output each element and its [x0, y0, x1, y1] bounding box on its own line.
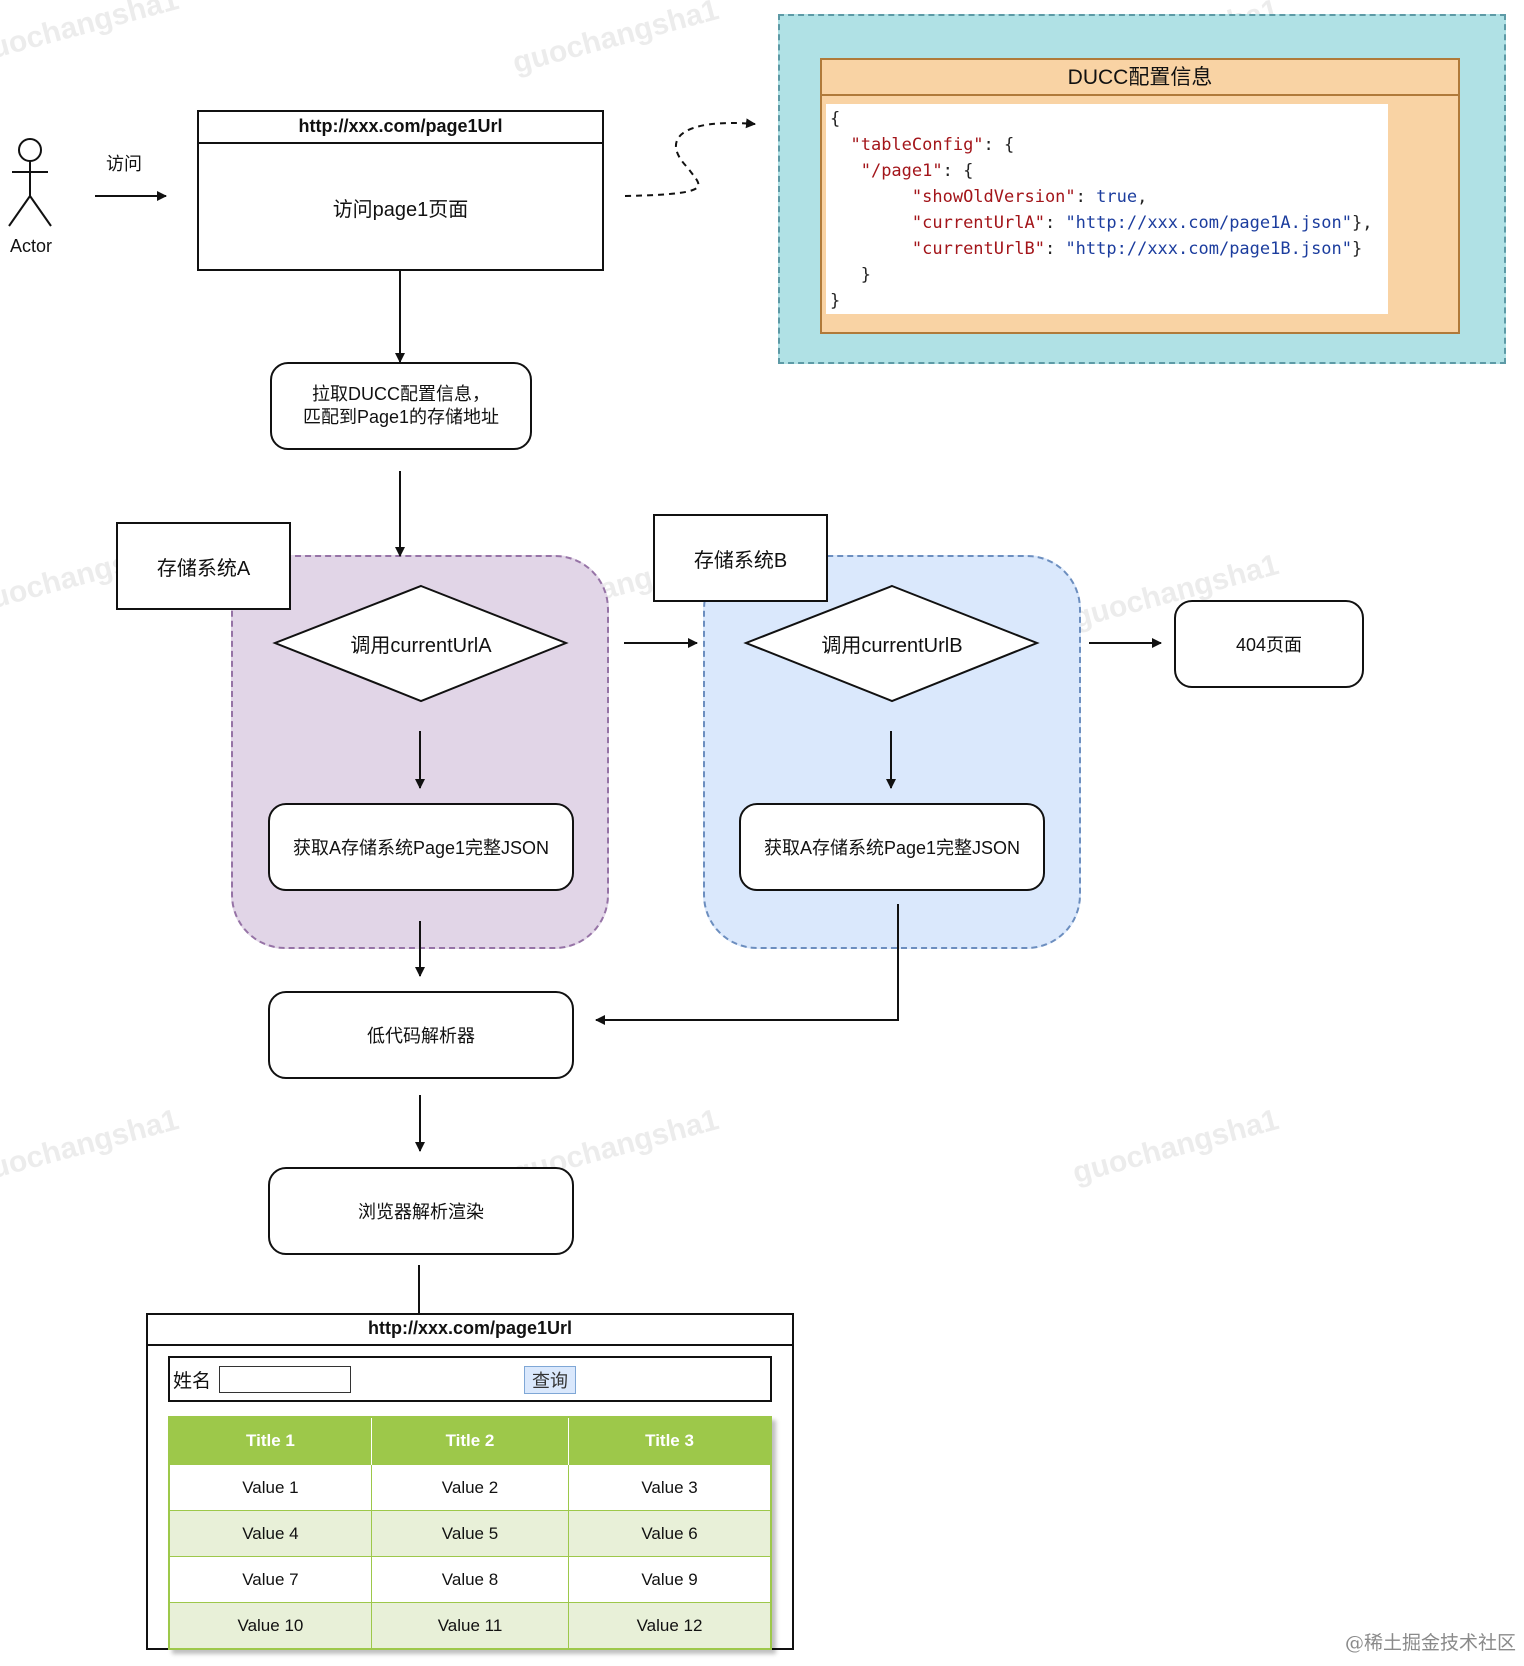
table-row: Value 1 Value 2 Value 3: [169, 1464, 772, 1511]
table-cell: Value 6: [568, 1510, 772, 1557]
storage-a-action: 获取A存储系统Page1完整JSON: [268, 803, 574, 891]
fetch-ducc-line1: 拉取DUCC配置信息，: [312, 384, 490, 404]
ducc-config-title: DUCC配置信息: [820, 58, 1460, 96]
table-cell: Value 9: [568, 1556, 772, 1603]
query-button[interactable]: 查询: [524, 1366, 576, 1394]
storage-a-label: 存储系统A: [116, 522, 291, 610]
table-row: Value 4 Value 5 Value 6: [169, 1510, 772, 1557]
arrow-to-ducc: [624, 118, 756, 197]
ducc-config-code: { "tableConfig": { "/page1": { "showOldV…: [826, 104, 1388, 314]
browser-render-step: 浏览器解析渲染: [268, 1167, 574, 1255]
decision-a-text: 调用currentUrlA: [350, 634, 492, 657]
storage-b-action: 获取A存储系统Page1完整JSON: [739, 803, 1045, 891]
browser-url: http://xxx.com/page1Url: [197, 110, 604, 144]
table-cell: Value 3: [568, 1464, 772, 1511]
browser-window: [197, 110, 604, 271]
decision-a-shape: [272, 584, 569, 703]
visit-label: 访问: [106, 154, 142, 174]
table-row: Value 10 Value 11 Value 12: [169, 1602, 772, 1649]
fetch-ducc-line2: 匹配到Page1的存储地址: [302, 407, 500, 427]
table-cell: Value 5: [371, 1510, 570, 1557]
table-row: Value 7 Value 8 Value 9: [169, 1556, 772, 1603]
table-header-cell: Title 1: [169, 1417, 372, 1465]
actor-label: Actor: [10, 236, 53, 256]
fetch-ducc-step: 拉取DUCC配置信息， 匹配到Page1的存储地址: [270, 362, 532, 450]
lowcode-parser-step: 低代码解析器: [268, 991, 574, 1079]
data-table: Title 1 Title 2 Title 3 Value 1 Value 2 …: [168, 1416, 772, 1650]
table-cell: Value 10: [169, 1602, 372, 1649]
source-credit: @稀土掘金技术社区: [1345, 1632, 1517, 1654]
code-key: "currentUrlB": [911, 239, 1045, 259]
code-value: "http://xxx.com/page1B.json": [1065, 239, 1353, 259]
table-cell: Value 12: [568, 1602, 772, 1649]
table-header-cell: Title 2: [371, 1417, 570, 1465]
storage-b-label: 存储系统B: [653, 514, 828, 602]
name-input[interactable]: [219, 1366, 351, 1393]
table-header-row: Title 1 Title 2 Title 3: [169, 1417, 772, 1465]
code-key: "showOldVersion": [911, 187, 1076, 207]
code-key: "currentUrlA": [911, 213, 1045, 233]
table-cell: Value 2: [371, 1464, 570, 1511]
code-value: true: [1096, 187, 1138, 207]
table-cell: Value 7: [169, 1556, 372, 1603]
decision-b-shape: [743, 584, 1040, 703]
code-key: "/page1": [860, 161, 943, 181]
name-label: 姓名: [173, 1371, 212, 1392]
actor-icon: [8, 138, 52, 227]
code-value: "http://xxx.com/page1A.json": [1065, 213, 1353, 233]
code-key: "tableConfig": [850, 135, 984, 155]
not-found-page: 404页面: [1174, 600, 1364, 688]
table-cell: Value 4: [169, 1510, 372, 1557]
browser-body-text: 访问page1页面: [332, 199, 469, 221]
page-mockup-url: http://xxx.com/page1Url: [146, 1313, 794, 1346]
table-cell: Value 11: [371, 1602, 570, 1649]
arrow-b-to-parser: [595, 904, 899, 1025]
decision-b-text: 调用currentUrlB: [821, 634, 963, 657]
table-header-cell: Title 3: [568, 1417, 772, 1465]
table-cell: Value 1: [169, 1464, 372, 1511]
table-cell: Value 8: [371, 1556, 570, 1603]
